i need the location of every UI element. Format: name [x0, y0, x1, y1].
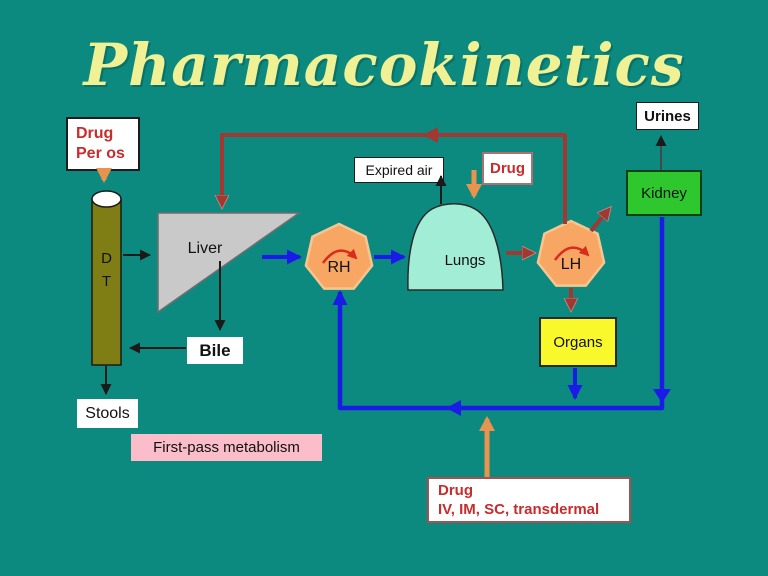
expired-air-box: Expired air	[354, 157, 444, 183]
drug-parenteral-line2: IV, IM, SC, transdermal	[438, 501, 600, 518]
stools-box: Stools	[77, 399, 138, 428]
digestive-tract-label: D T	[92, 247, 121, 294]
digestive-tract-top-ellipse	[91, 190, 122, 208]
organs-box: Organs	[539, 317, 617, 367]
slide-title: Pharmacokinetics	[83, 31, 685, 99]
liver-label: Liver	[187, 240, 223, 257]
urines-box: Urines	[636, 102, 699, 130]
left-heart-label: LH	[560, 256, 582, 273]
drug-parenteral-line1: Drug	[438, 481, 473, 499]
liver-triangle	[157, 212, 302, 314]
right-heart-label: RH	[327, 259, 351, 276]
drug-per-os-line1: Drug	[76, 125, 114, 142]
drug-parenteral-box: Drug IV, IM, SC, transdermal	[427, 477, 631, 523]
first-pass-metabolism-box: First-pass metabolism	[131, 434, 322, 461]
right-heart-heptagon	[304, 222, 374, 290]
drug-per-os-line2: Per os	[76, 145, 125, 162]
left-heart-heptagon	[536, 219, 606, 287]
bile-box: Bile	[187, 337, 243, 364]
lungs-shape	[407, 203, 504, 291]
lungs-label: Lungs	[444, 252, 486, 269]
drug-inhaled-box: Drug	[482, 152, 533, 185]
dt-letter-d: D	[101, 250, 112, 267]
dt-letter-t: T	[101, 273, 112, 291]
digestive-tract-cylinder	[91, 198, 122, 366]
kidney-box: Kidney	[626, 170, 702, 216]
drug-per-os-box: Drug Per os	[66, 117, 140, 171]
